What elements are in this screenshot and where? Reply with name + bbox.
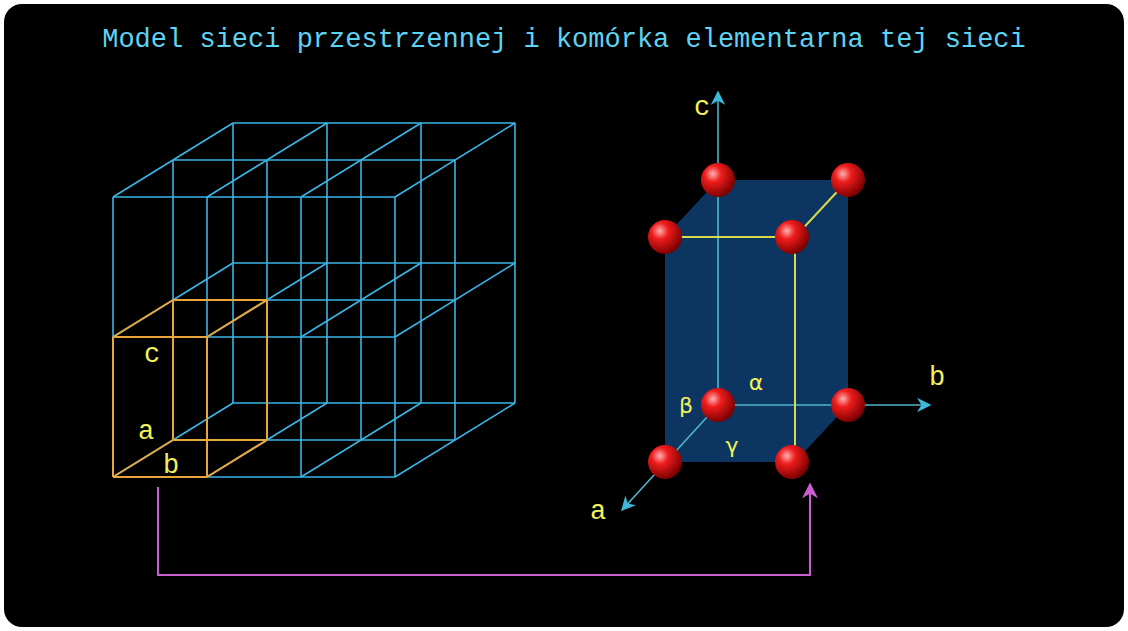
edge-label: a	[138, 419, 154, 446]
lattice-line	[113, 123, 233, 197]
axis-label: a	[590, 499, 606, 526]
lattice-line	[173, 299, 455, 301]
space-lattice	[113, 123, 515, 477]
lattice-line	[207, 440, 267, 477]
lattice-line	[173, 439, 267, 441]
lattice-line	[207, 300, 267, 337]
lattice-line	[395, 403, 515, 477]
lattice-line	[301, 123, 421, 197]
highlighted-cell	[113, 300, 267, 477]
unit-cell-body	[665, 180, 848, 462]
lattice-line	[233, 402, 515, 404]
diagram-title: Model sieci przestrzennej i komórka elem…	[102, 27, 1026, 54]
lattice-line	[266, 300, 268, 440]
lattice-line	[173, 299, 267, 301]
cell-edges	[665, 180, 848, 462]
lattice-line	[113, 476, 395, 478]
angle-label: β	[679, 395, 693, 417]
edge-label: c	[144, 342, 160, 369]
lattice-line	[113, 476, 207, 478]
lattice-line	[112, 337, 114, 477]
axis-label: b	[929, 365, 945, 392]
lattice-line	[173, 159, 455, 161]
angle-label: α	[749, 372, 764, 394]
axis-label: c	[694, 95, 710, 122]
lattice-line	[301, 263, 421, 337]
lattice-line	[395, 123, 515, 197]
lattice-line	[113, 300, 173, 337]
lattice-line	[113, 196, 395, 198]
lattice-line	[206, 337, 208, 477]
lattice-line	[233, 122, 515, 124]
edge-label: b	[163, 453, 179, 480]
lattice-line	[173, 439, 455, 441]
axes	[622, 92, 930, 510]
lattice-line	[301, 403, 421, 477]
lattice-atoms	[648, 163, 865, 479]
lattice-line	[207, 123, 327, 197]
lattice-line	[113, 336, 395, 338]
transfer-arrow	[158, 484, 810, 575]
lattice-line	[113, 336, 207, 338]
lattice-line	[395, 263, 515, 337]
lattice-line	[172, 300, 174, 440]
lattice-line	[233, 262, 515, 264]
angle-label: γ	[725, 435, 738, 457]
